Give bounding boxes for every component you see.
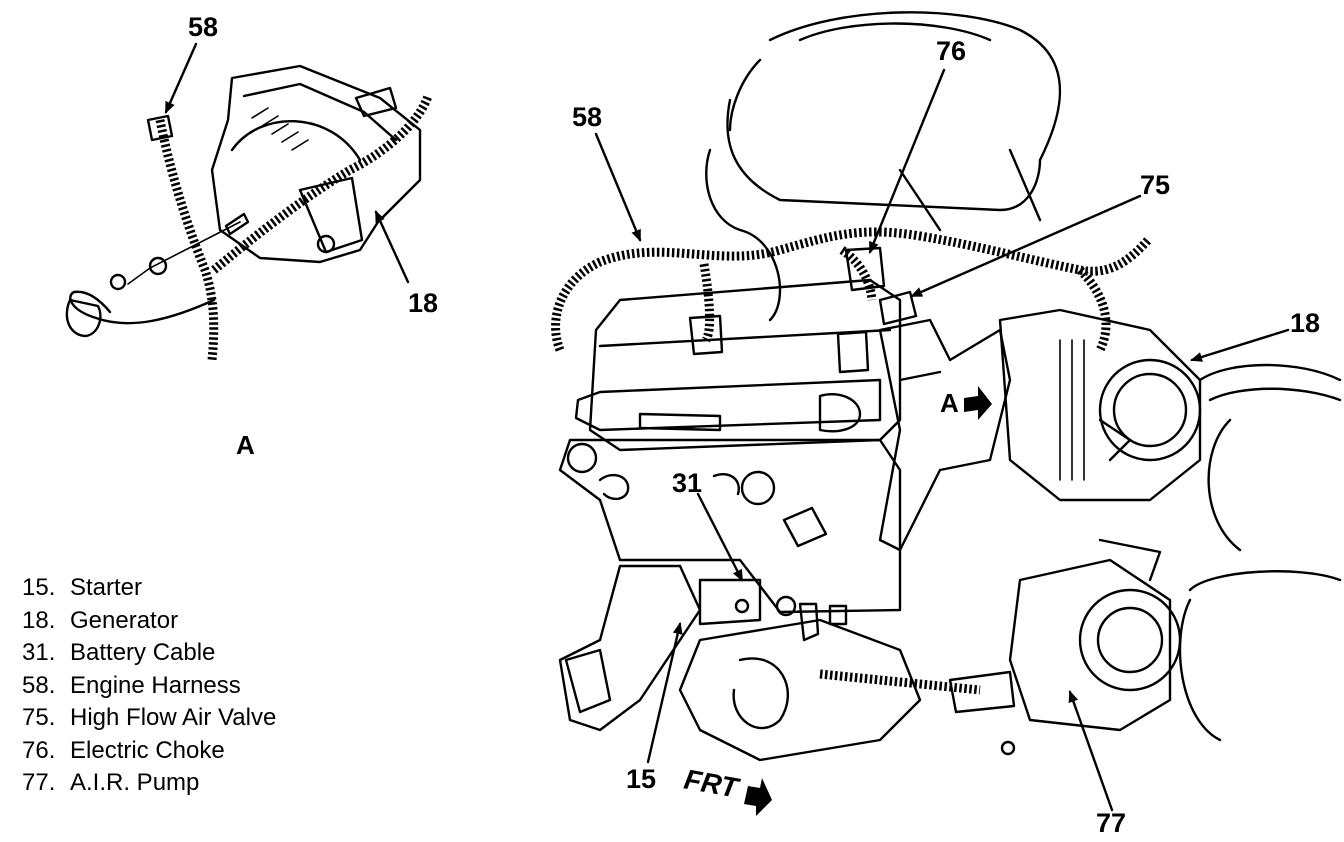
main-air-pump: [1008, 538, 1182, 732]
harness-clip-2: [836, 330, 870, 374]
legend-item: 31.Battery Cable: [22, 639, 216, 666]
detail-callout-58: 58: [188, 12, 219, 42]
detail-battery-lead: [69, 290, 216, 325]
legend-item: 77.A.I.R. Pump: [22, 769, 200, 796]
callout-77: 77: [1096, 808, 1127, 838]
pulleys: [1178, 363, 1342, 742]
main-engine-harness: [551, 227, 1152, 352]
detail-leader-58: [164, 42, 198, 114]
engine-block: [558, 438, 902, 614]
detail-bolt: [224, 212, 250, 236]
detail-leader-18: [374, 210, 410, 284]
air-valve-body: [878, 290, 918, 326]
front-arrow: [744, 778, 772, 816]
choke-connector: [844, 246, 886, 292]
leader-75: [910, 194, 1142, 298]
detail-nut: [109, 273, 127, 291]
detail-stud-line: [127, 221, 241, 285]
leader-15: [646, 622, 683, 764]
view-a-arrow: [964, 386, 992, 420]
leader-76: [868, 68, 946, 254]
main-generator: [998, 308, 1202, 502]
callout-31: 31: [672, 468, 703, 498]
leader-18: [1190, 328, 1290, 362]
callout-18: 18: [1290, 308, 1321, 338]
leader-77: [1068, 690, 1114, 812]
harness-branch-left: [699, 263, 715, 343]
harness-clip-1: [688, 314, 724, 356]
callout-75: 75: [1140, 170, 1171, 200]
legend-item: 15.Starter: [22, 574, 143, 601]
exhaust-manifold: [558, 564, 702, 732]
legend-item: 18.Generator: [22, 606, 179, 634]
callout-15: 15: [626, 764, 657, 794]
air-cleaner: [726, 11, 1062, 232]
detail-ring-terminal: [65, 298, 102, 338]
callout-76: 76: [936, 36, 967, 66]
detail-harness-branch: [211, 94, 433, 274]
main-engine-drawing: [551, 11, 1342, 816]
adjust-rod: [819, 669, 1016, 756]
callout-58: 58: [572, 102, 603, 132]
valve-cover: [574, 278, 902, 452]
battery-cable-hardware: [734, 595, 848, 642]
bracket: [878, 318, 1012, 552]
parts-legend: 15.Starter 18.Generator 31.Battery Cable…: [22, 572, 276, 800]
harness-branch-right: [1076, 266, 1111, 353]
leader-31: [696, 492, 744, 582]
leader-58: [594, 132, 642, 242]
detail-a-drawing: [65, 42, 433, 361]
legend-item: 58.Engine Harness: [22, 671, 241, 699]
detail-callout-18: 18: [408, 288, 439, 318]
detail-washer: [148, 256, 168, 276]
view-a-marker: A: [940, 388, 959, 418]
detail-harness-58: [155, 119, 219, 361]
legend-item: 75.High Flow Air Valve: [22, 704, 277, 731]
detail-connector: [146, 114, 174, 142]
legend-item: 76.Electric Choke: [22, 736, 225, 764]
detail-generator-body: [210, 64, 422, 264]
vacuum-line: [705, 148, 782, 322]
detail-a-label: A: [236, 430, 255, 460]
